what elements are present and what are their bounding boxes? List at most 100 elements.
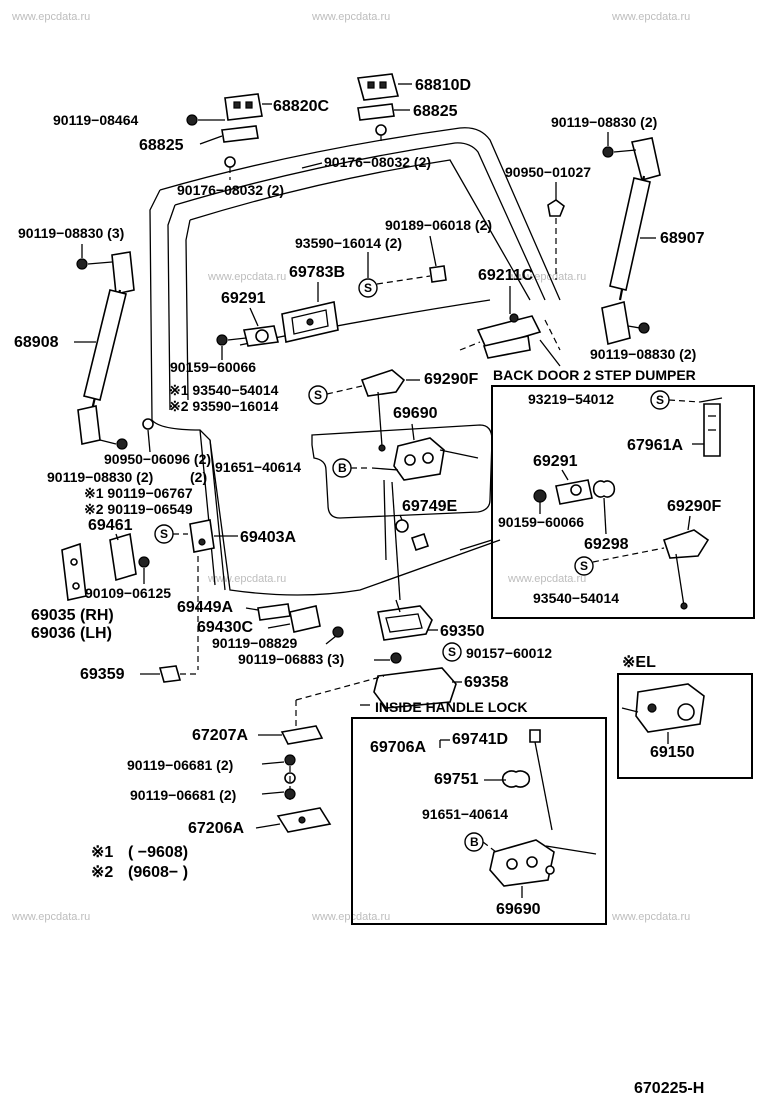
watermark-2: www.epcdata.ru bbox=[311, 11, 390, 23]
part-68908-strut bbox=[76, 251, 135, 450]
label-91651-40614-main: 91651−40614 bbox=[215, 459, 301, 475]
label-69035-rh: 69035 (RH) bbox=[31, 607, 114, 624]
label-90119-08830-left-top: 90119−08830 (3) bbox=[18, 225, 124, 241]
part-69403A-striker bbox=[189, 519, 215, 553]
label-90119-08830-left-lower: 90119−08830 (2) bbox=[47, 469, 153, 485]
label-68825-top: 68825 bbox=[413, 103, 458, 120]
part-69290F-lever bbox=[360, 369, 406, 452]
part-68820C bbox=[186, 93, 272, 180]
label-68908: 68908 bbox=[14, 334, 59, 351]
box-inside-handle-lock bbox=[351, 717, 607, 925]
symbol-s-2: S bbox=[308, 385, 328, 405]
label-69290F-box: 69290F bbox=[667, 498, 721, 515]
box-el bbox=[617, 673, 753, 779]
label-69036-lh: 69036 (LH) bbox=[31, 625, 112, 642]
symbol-s-2-text: S bbox=[314, 388, 322, 402]
watermark-4: www.epcdata.ru bbox=[207, 271, 286, 283]
symbol-s-1-text: S bbox=[364, 281, 372, 295]
title-el: ※EL bbox=[622, 654, 656, 671]
part-69461-bracket bbox=[109, 532, 150, 582]
label-90119-06767-note1: ※1 90119−06767 bbox=[84, 485, 193, 501]
label-69359: 69359 bbox=[80, 666, 125, 683]
label-90119-06549-note2: ※2 90119−06549 bbox=[84, 501, 193, 517]
watermark-3: www.epcdata.ru bbox=[611, 11, 690, 23]
part-69035-hinge bbox=[61, 542, 87, 601]
label-69461: 69461 bbox=[88, 517, 133, 534]
symbol-s-5: S bbox=[650, 390, 670, 410]
symbol-b-2: B bbox=[464, 832, 484, 852]
symbol-b-2-text: B bbox=[470, 835, 479, 849]
note2-text: (9608− ) bbox=[128, 864, 188, 881]
watermark-6: www.epcdata.ru bbox=[207, 573, 286, 585]
label-68907: 68907 bbox=[660, 230, 705, 247]
label-69403A: 69403A bbox=[240, 529, 296, 546]
label-67961A: 67961A bbox=[627, 437, 683, 454]
part-68810D bbox=[356, 73, 412, 145]
label-68825-left: 68825 bbox=[139, 137, 184, 154]
watermark-10: www.epcdata.ru bbox=[611, 911, 690, 923]
title-back-door-2-step-dumper: BACK DOOR 2 STEP DUMPER bbox=[493, 367, 696, 383]
watermark-9: www.epcdata.ru bbox=[311, 911, 390, 923]
note1-mark: ※1 bbox=[91, 844, 113, 861]
symbol-b-1: B bbox=[332, 458, 352, 478]
label-69690-box: 69690 bbox=[496, 901, 541, 918]
label-67207A: 67207A bbox=[192, 727, 248, 744]
part-69690-lock bbox=[371, 437, 479, 481]
label-93540-54014-note1: ※1 93540−54014 bbox=[169, 382, 279, 398]
watermark-1: www.epcdata.ru bbox=[11, 11, 90, 23]
label-90176-08032-upper: 90176−08032 (2) bbox=[324, 154, 431, 170]
note2-mark: ※2 bbox=[91, 864, 113, 881]
part-69211C-handle bbox=[476, 313, 542, 359]
label-90159-60066-box: 90159−60066 bbox=[498, 514, 584, 530]
label-69150: 69150 bbox=[650, 744, 695, 761]
label-93590-16014-upper: 93590−16014 (2) bbox=[295, 235, 402, 251]
label-90119-06883: 90119−06883 (3) bbox=[238, 651, 344, 667]
label-90119-08829: 90119−08829 bbox=[212, 635, 297, 651]
symbol-s-6: S bbox=[574, 556, 594, 576]
label-90176-08032-lower: 90176−08032 (2) bbox=[177, 182, 284, 198]
note1-text: ( −9608) bbox=[128, 844, 188, 861]
label-90119-08830-right-lower: 90119−08830 (2) bbox=[590, 346, 696, 362]
label-91651-40614-box: 91651−40614 bbox=[422, 806, 508, 822]
label-90159-60066-main: 90159−60066 bbox=[170, 359, 256, 375]
diagram-code: 670225-H bbox=[634, 1080, 704, 1097]
label-69350: 69350 bbox=[440, 623, 485, 640]
label-90950-01027: 90950−01027 bbox=[505, 164, 591, 180]
label-69290F-main: 69290F bbox=[424, 371, 478, 388]
watermark-7: www.epcdata.ru bbox=[507, 573, 586, 585]
label-93590-16014-note2: ※2 93590−16014 bbox=[169, 398, 279, 414]
part-69358-cover bbox=[373, 667, 457, 709]
part-67206A bbox=[276, 807, 332, 833]
label-90119-08464: 90119−08464 bbox=[53, 112, 138, 128]
label-69291-box: 69291 bbox=[533, 453, 578, 470]
symbol-s-4: S bbox=[442, 642, 462, 662]
watermark-5: www.epcdata.ru bbox=[507, 271, 586, 283]
label-69690-main: 69690 bbox=[393, 405, 438, 422]
title-inside-handle-lock: INSIDE HANDLE LOCK bbox=[375, 699, 527, 715]
part-69749E-clip bbox=[395, 519, 430, 552]
symbol-s-3: S bbox=[154, 524, 174, 544]
label-69358: 69358 bbox=[464, 674, 509, 691]
label-69291-main: 69291 bbox=[221, 290, 266, 307]
symbol-s-1: S bbox=[358, 278, 378, 298]
label-69741D: 69741D bbox=[452, 731, 508, 748]
symbol-s-3-text: S bbox=[160, 527, 168, 541]
label-68810D: 68810D bbox=[415, 77, 471, 94]
watermark-8: www.epcdata.ru bbox=[11, 911, 90, 923]
label-69449A: 69449A bbox=[177, 599, 233, 616]
label-93540-54014-box: 93540−54014 bbox=[533, 590, 619, 606]
part-69291-box-cylinder bbox=[533, 479, 616, 505]
label-69783B: 69783B bbox=[289, 264, 345, 281]
label-90157-60012: 90157−60012 bbox=[466, 645, 552, 661]
symbol-s-5-text: S bbox=[656, 393, 664, 407]
part-67961A-dumper bbox=[699, 397, 723, 457]
label-69211C: 69211C bbox=[478, 267, 534, 284]
box-back-door-2-step-dumper bbox=[491, 385, 755, 619]
label-90119-06681-lower: 90119−06681 (2) bbox=[130, 787, 236, 803]
label-67206A: 67206A bbox=[188, 820, 244, 837]
part-69150-actuator bbox=[621, 683, 705, 733]
label-69298: 69298 bbox=[584, 536, 629, 553]
label-93219-54012: 93219−54012 bbox=[528, 391, 614, 407]
label-68820C: 68820C bbox=[273, 98, 329, 115]
